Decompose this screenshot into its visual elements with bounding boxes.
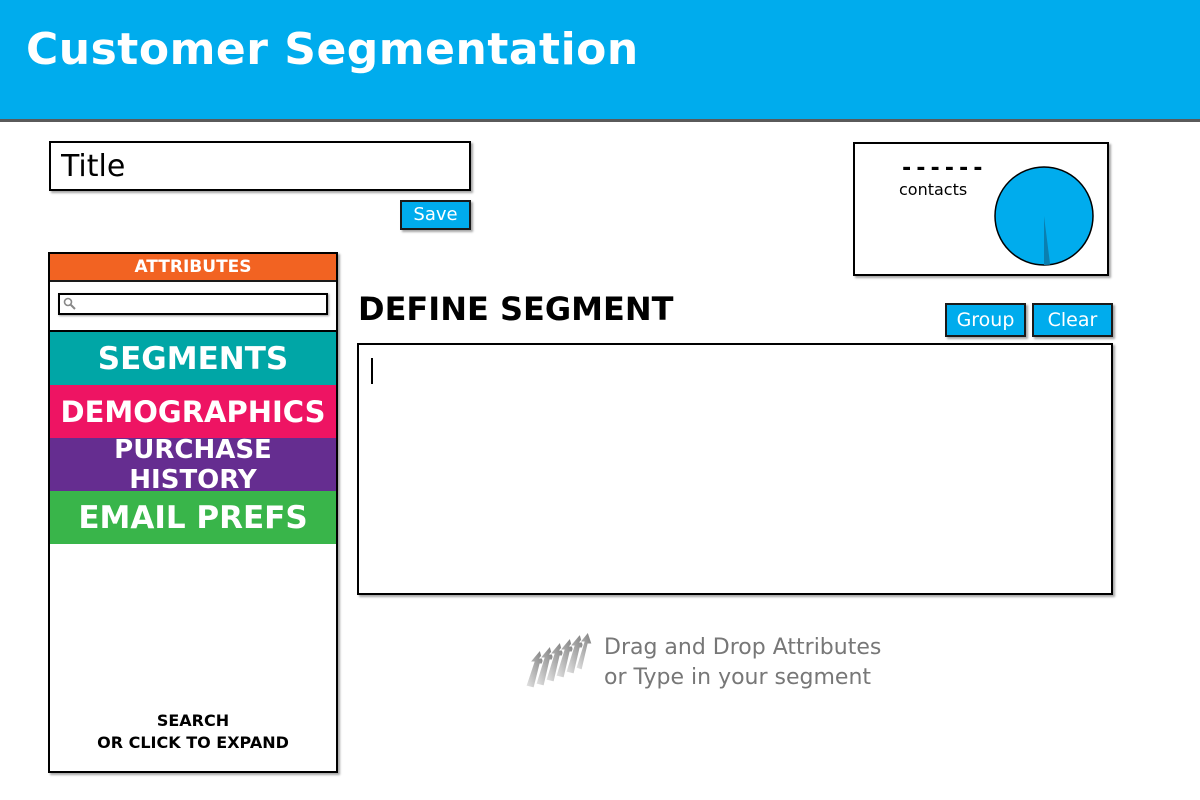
category-email-prefs[interactable]: EMAIL PREFS xyxy=(50,491,336,544)
attributes-panel: ATTRIBUTES SEGMENTS DEMOGRAPHICS PURCHAS… xyxy=(48,252,338,773)
drag-hint-line1: Drag and Drop Attributes xyxy=(604,635,882,660)
drag-drop-hint: Drag and Drop Attributes or Type in your… xyxy=(604,633,881,693)
attributes-search-input[interactable] xyxy=(58,293,328,315)
drag-hint-line2: or Type in your segment xyxy=(604,665,872,690)
attributes-search-area xyxy=(50,282,336,332)
app-title: Customer Segmentation xyxy=(26,24,639,75)
drag-arrows-icon xyxy=(525,630,593,689)
attributes-hint[interactable]: SEARCH OR CLICK TO EXPAND xyxy=(50,710,336,754)
clear-button[interactable]: Clear xyxy=(1032,303,1113,337)
contacts-label: contacts xyxy=(899,180,968,199)
category-purchase-history[interactable]: PURCHASE HISTORY xyxy=(50,435,336,495)
search-icon xyxy=(63,297,76,310)
group-button[interactable]: Group xyxy=(945,303,1026,337)
save-button[interactable]: Save xyxy=(400,200,471,230)
text-cursor xyxy=(371,358,373,384)
category-segments[interactable]: SEGMENTS xyxy=(50,332,336,385)
app-header: Customer Segmentation xyxy=(0,0,1200,122)
contacts-summary: ------ contacts xyxy=(853,142,1109,276)
attributes-header: ATTRIBUTES xyxy=(50,254,336,282)
segment-definition-input[interactable] xyxy=(357,343,1113,595)
attributes-hint-line1: SEARCH xyxy=(156,711,230,730)
attributes-hint-line2: OR CLICK TO EXPAND xyxy=(97,733,289,752)
contacts-pie-chart xyxy=(994,166,1094,266)
category-demographics[interactable]: DEMOGRAPHICS xyxy=(50,385,336,438)
pie-slice xyxy=(1044,216,1051,265)
contacts-count: ------ xyxy=(900,156,986,181)
segment-title-input[interactable] xyxy=(49,141,471,191)
define-segment-title: DEFINE SEGMENT xyxy=(358,290,674,328)
